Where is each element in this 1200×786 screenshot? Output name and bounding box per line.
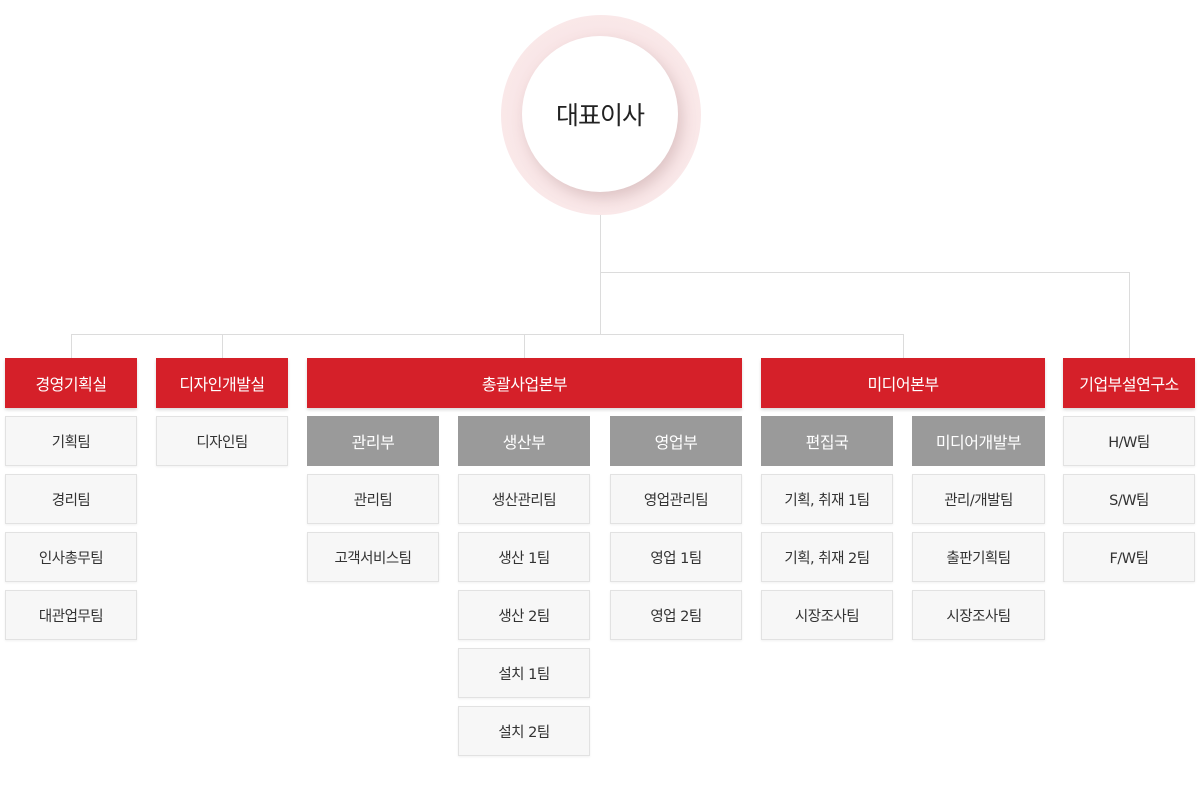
dept-media: 미디어본부	[761, 358, 1045, 408]
connector-drop-dept-1	[71, 334, 72, 358]
team-planning: 기획팀	[5, 416, 137, 466]
team-planning-reporting-1: 기획, 취재 1팀	[761, 474, 893, 524]
ceo-node: 대표이사	[522, 36, 678, 192]
connector-main-bus	[71, 334, 904, 335]
team-design: 디자인팀	[156, 416, 288, 466]
connector-drop-dept-4	[903, 334, 904, 358]
dept-research-institute: 기업부설연구소	[1063, 358, 1195, 408]
sub-dept-editorial: 편집국	[761, 416, 893, 466]
team-sales-management: 영업관리팀	[610, 474, 742, 524]
sub-dept-sales: 영업부	[610, 416, 742, 466]
team-publishing-planning: 출판기획팀	[912, 532, 1045, 582]
team-customer-service: 고객서비스팀	[307, 532, 439, 582]
team-planning-reporting-2: 기획, 취재 2팀	[761, 532, 893, 582]
team-management: 관리팀	[307, 474, 439, 524]
connector-branch-research	[600, 272, 1130, 273]
team-production-management: 생산관리팀	[458, 474, 590, 524]
ceo-label: 대표이사	[555, 101, 645, 130]
team-installation-2: 설치 2팀	[458, 706, 590, 756]
team-sales-2: 영업 2팀	[610, 590, 742, 640]
sub-dept-production: 생산부	[458, 416, 590, 466]
dept-management-planning: 경영기획실	[5, 358, 137, 408]
team-market-research: 시장조사팀	[761, 590, 893, 640]
connector-drop-dept-3	[524, 334, 525, 358]
connector-ceo-down	[600, 215, 601, 335]
connector-research-down	[1129, 272, 1130, 358]
team-accounting: 경리팀	[5, 474, 137, 524]
team-public-affairs: 대관업무팀	[5, 590, 137, 640]
team-production-1: 생산 1팀	[458, 532, 590, 582]
dept-general-business: 총괄사업본부	[307, 358, 742, 408]
team-software: S/W팀	[1063, 474, 1195, 524]
dept-design-development: 디자인개발실	[156, 358, 288, 408]
connector-drop-dept-2	[222, 334, 223, 358]
team-hr-general-affairs: 인사총무팀	[5, 532, 137, 582]
team-firmware: F/W팀	[1063, 532, 1195, 582]
team-sales-1: 영업 1팀	[610, 532, 742, 582]
sub-dept-management: 관리부	[307, 416, 439, 466]
sub-dept-media-development: 미디어개발부	[912, 416, 1045, 466]
team-installation-1: 설치 1팀	[458, 648, 590, 698]
team-management-development: 관리/개발팀	[912, 474, 1045, 524]
team-hardware: H/W팀	[1063, 416, 1195, 466]
team-market-research-2: 시장조사팀	[912, 590, 1045, 640]
team-production-2: 생산 2팀	[458, 590, 590, 640]
